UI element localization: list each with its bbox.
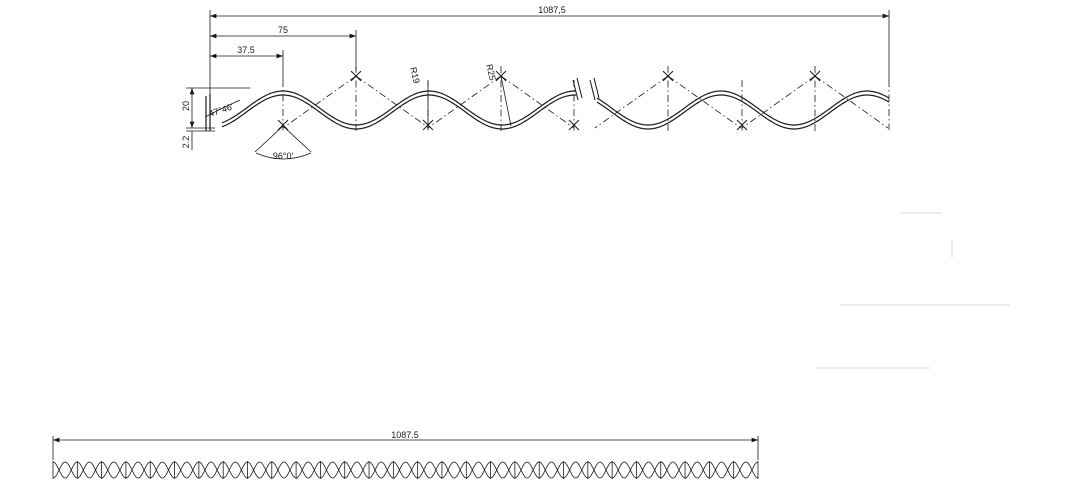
background-smudges <box>815 212 1010 369</box>
half-pitch-label: 37.5 <box>237 45 255 55</box>
profile-inner-line <box>596 94 890 130</box>
overview-length-dimension: 1087.5 <box>52 430 759 460</box>
radius-small-label: R19 <box>408 66 422 84</box>
radius-large-label: R25 <box>484 63 498 81</box>
construction-line <box>355 75 430 129</box>
construction-line <box>741 75 816 129</box>
overview-wave-line <box>52 461 759 479</box>
construction-line <box>594 75 669 129</box>
construction-line <box>282 75 357 129</box>
height-label: 20 <box>181 101 191 111</box>
profile-outer-line <box>221 90 576 126</box>
profile-inner-line <box>221 94 576 130</box>
thickness-dimension: 2.2 <box>181 130 215 150</box>
edge-angle-label: 47°46' <box>207 101 234 118</box>
detail-profile: 1087,5 75 37.5 20 2.2 <box>181 5 890 161</box>
overall-length-dimension: 1087,5 <box>209 5 890 95</box>
construction-line <box>667 75 742 129</box>
overview-length-label: 1087.5 <box>391 430 419 440</box>
half-pitch-dimension: 37.5 <box>210 45 284 80</box>
construction-line <box>427 75 502 129</box>
construction-line <box>500 75 575 129</box>
crest-angle-dimension: 96°0' <box>254 125 312 161</box>
break-marks <box>572 77 600 101</box>
overall-length-label: 1087,5 <box>538 5 566 15</box>
overview-wave-line <box>52 461 759 479</box>
crest-angle-label: 96°0' <box>273 151 294 161</box>
construction-line <box>814 75 889 129</box>
profile-outer-line <box>596 90 890 126</box>
pitch-dimension: 75 <box>210 25 357 70</box>
radius-large-callout: R25 <box>484 63 512 127</box>
detail-center-marks <box>277 66 890 134</box>
overview-wave-profile <box>52 461 759 479</box>
thickness-label: 2.2 <box>181 136 191 149</box>
pitch-label: 75 <box>278 25 288 35</box>
overview-profile: 1087.5 <box>52 430 759 479</box>
detail-wave-profile <box>221 90 890 130</box>
radius-small-callout: R19 <box>408 66 429 126</box>
